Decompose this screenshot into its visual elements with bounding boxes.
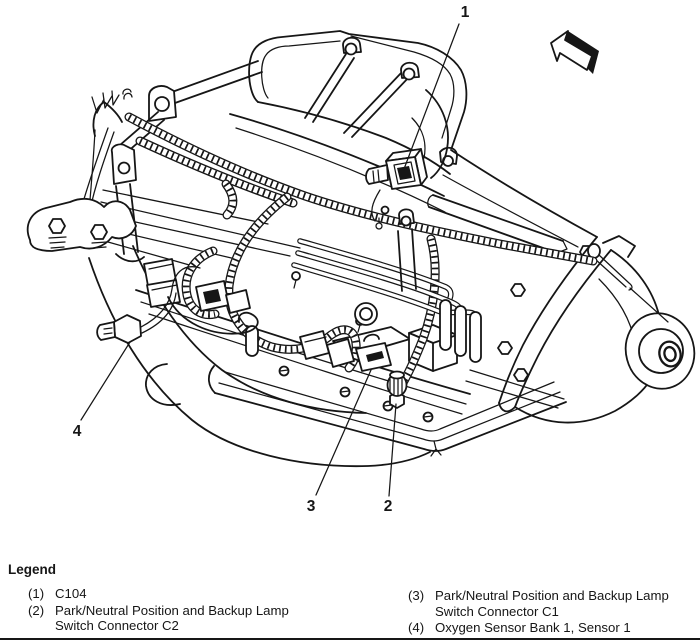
switch-connector-c1 [355,333,392,372]
legend-label-2: Park/Neutral Position and Backup Lamp Sw… [55,602,289,634]
switch-connector-c2-group [299,330,355,368]
engine-top-frame [171,30,468,179]
legend-item-2: (2) Park/Neutral Position and Backup Lam… [28,603,318,634]
leader-4 [80,341,131,421]
legend-column-left: (1) C104 (2) Park/Neutral Position and B… [28,586,318,635]
legend-column-right: (3) Park/Neutral Position and Backup Lam… [408,588,696,637]
cooler-line-fittings [397,208,482,363]
legend-item-4: (4) Oxygen Sensor Bank 1, Sensor 1 [408,620,696,636]
legend-item-1: (1) C104 [28,586,318,602]
harness-connectors-left [143,258,259,357]
callout-3: 3 [307,498,316,515]
page-bottom-rule [0,638,700,640]
legend-label-4: Oxygen Sensor Bank 1, Sensor 1 [435,620,631,636]
legend-ref-1: (1) [28,586,45,601]
leader-2 [388,403,397,497]
oxygen-sensor [96,266,197,344]
callout-4: 4 [73,423,82,440]
leader-3 [315,369,372,496]
legend-title: Legend [8,562,57,577]
callout-leaders [80,23,460,497]
leader-1 [403,23,460,170]
connector-c104 [365,148,428,230]
legend-item-3: (3) Park/Neutral Position and Backup Lam… [408,588,696,619]
legend-label-3: Park/Neutral Position and Backup Lamp Sw… [435,588,669,619]
callout-1: 1 [461,4,470,21]
legend-ref-3: (3) [408,588,425,603]
front-of-vehicle-arrow-icon [550,30,599,74]
connector-2-sensor [386,370,408,409]
legend-ref-4: (4) [408,620,425,636]
callout-2: 2 [384,498,393,515]
legend-ref-2: (2) [28,602,45,618]
legend-label-1: C104 [55,586,87,601]
transmission [427,149,696,424]
